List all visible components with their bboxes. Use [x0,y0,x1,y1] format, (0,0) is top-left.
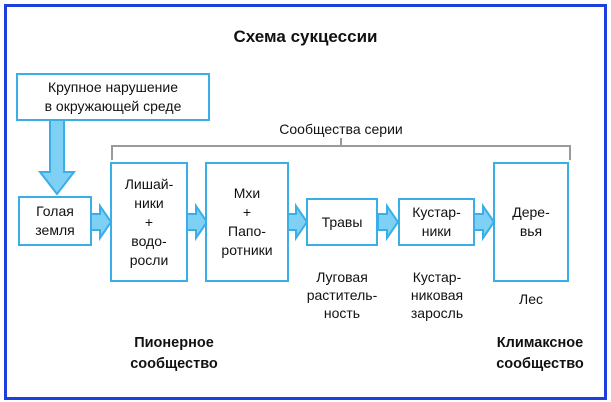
stage-grasses: Травы [306,198,378,246]
stage-bare-earth: Голая земля [18,196,92,246]
stage-mosses-ferns: Мхи + Папо- ротники [205,162,289,282]
right-arrow-2 [186,202,209,242]
climax-label: Климаксное сообщество [496,335,584,372]
series-bracket [111,138,571,160]
down-arrow [37,118,77,196]
right-arrow-5 [473,202,496,242]
stage-shrubs: Кустар- ники [398,198,475,246]
caption-meadow: Луговая раститель- ность [306,269,378,321]
series-label: Сообщества серии [279,121,403,137]
caption-shrubland: Кустар- никовая заросль [410,269,464,321]
stage-lichens-algae: Лишай- ники + водо- росли [110,162,188,282]
caption-forest: Лес [519,291,543,307]
right-arrow-4 [377,202,400,242]
right-arrow-1 [90,202,113,242]
disturbance-box: Крупное нарушение в окружающей среде [16,73,210,121]
pioneer-label: Пионерное сообщество [130,335,218,372]
diagram-title: Схема сукцессии [233,27,378,46]
stage-trees: Дере- вья [493,162,569,282]
right-arrow-3 [287,202,309,242]
